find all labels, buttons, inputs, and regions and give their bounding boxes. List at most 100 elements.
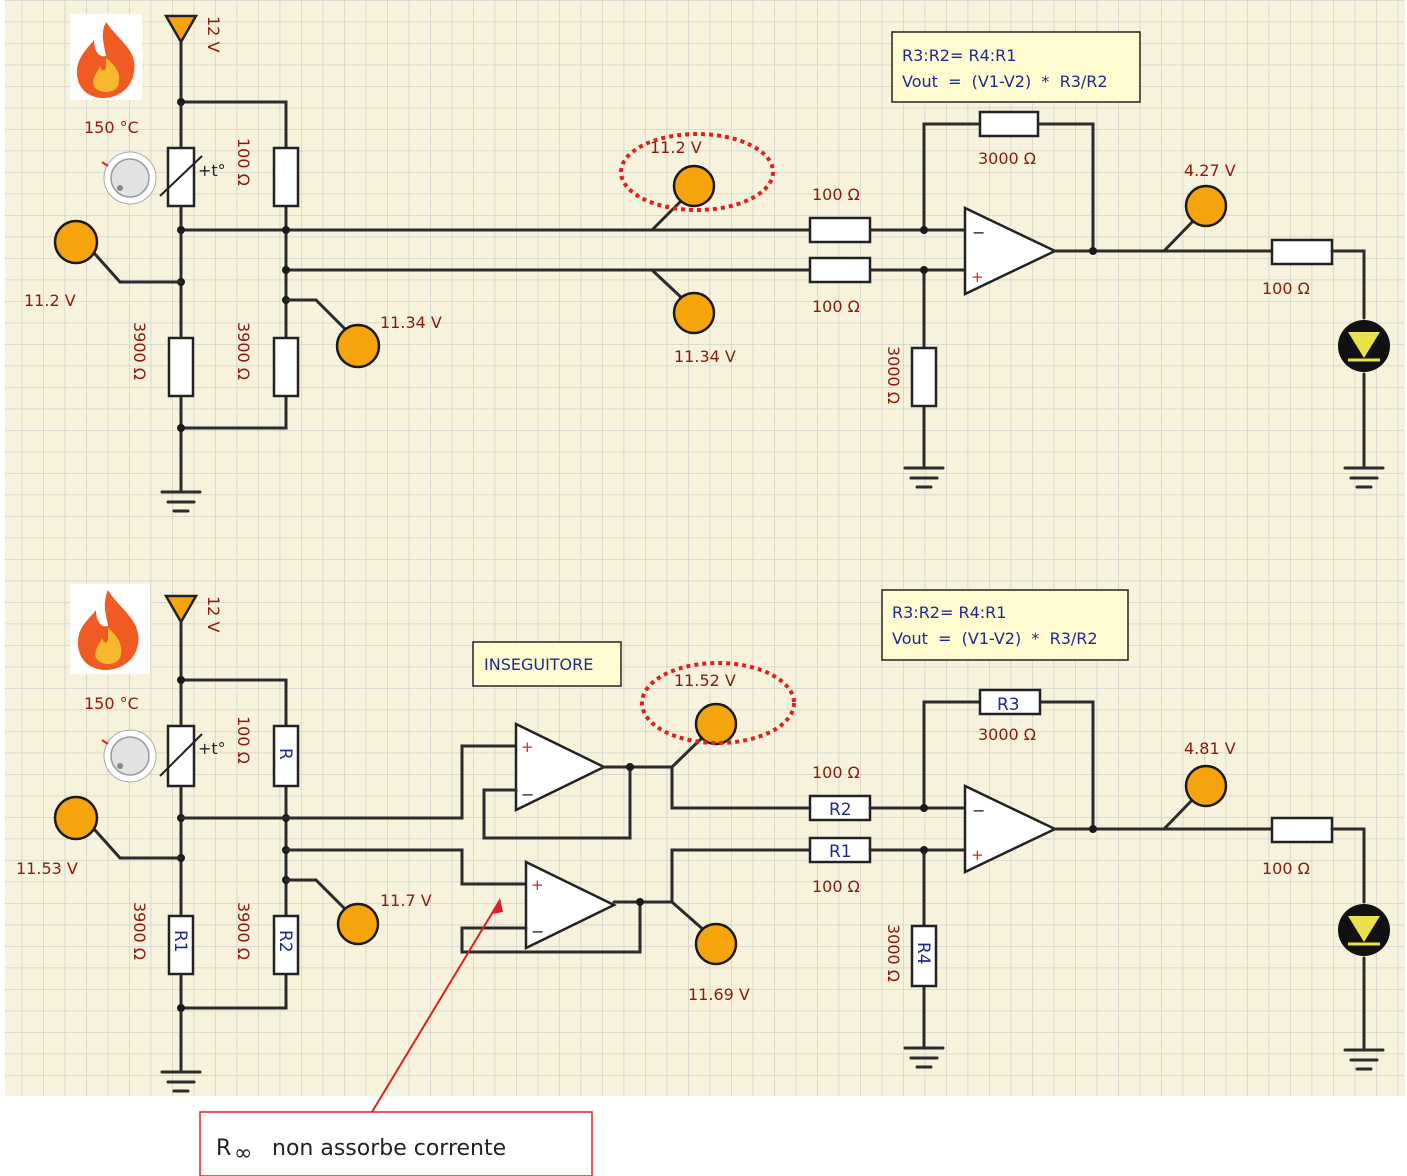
ground-icon	[160, 490, 202, 513]
ground-icon	[1343, 1048, 1385, 1071]
highlight-v1	[640, 661, 796, 745]
probe-v1[interactable]	[650, 164, 716, 232]
bottom-circuit: 12 V +t° 150 °C R 100 Ω R1 3900 Ω R2 390…	[16, 584, 1390, 1093]
resistor-feedback[interactable]	[978, 110, 1040, 138]
resistor-r1-bridge[interactable]	[167, 914, 195, 976]
resistor-ground[interactable]	[910, 346, 938, 408]
resistor-r-label: 100 Ω	[234, 716, 253, 764]
temperature-knob-icon[interactable]	[101, 729, 157, 783]
callout-subscript: ∞	[234, 1141, 252, 1166]
supply-12v-icon	[163, 14, 199, 64]
probe-left-value: 11.53 V	[16, 859, 78, 878]
resistor-3900-left[interactable]	[167, 336, 195, 398]
resistor-100-top[interactable]	[272, 146, 300, 208]
probe-output[interactable]	[1162, 764, 1228, 831]
svg-text:+: +	[971, 846, 984, 864]
resistor-r1-input-name: R1	[829, 842, 852, 862]
supply-label: 12 V	[204, 16, 223, 52]
follower-opamp-1[interactable]: + −	[514, 721, 607, 813]
svg-text:−: −	[531, 922, 544, 941]
flame-icon	[70, 584, 150, 674]
follower-label: INSEGUITORE	[484, 655, 593, 674]
probe-output-value: 4.81 V	[1184, 739, 1236, 758]
resistor-input-upper-label: 100 Ω	[812, 185, 860, 204]
resistor-3900-right[interactable]	[272, 336, 300, 398]
resistor-r1-input-label: 100 Ω	[812, 877, 860, 896]
ground-icon	[903, 1046, 945, 1069]
resistor-r2-bridge-name: R2	[275, 930, 295, 953]
ground-icon	[160, 1070, 202, 1093]
resistor-r[interactable]	[272, 724, 300, 788]
resistor-feedback-label: 3000 Ω	[978, 149, 1036, 168]
temperature-label: 150 °C	[84, 694, 139, 713]
svg-text:+: +	[531, 876, 544, 894]
formula-note: R3:R2= R4:R1 Vout = (V1-V2) * R3/R2	[881, 589, 1129, 661]
temperature-knob-icon[interactable]	[101, 151, 157, 205]
probe-left-value: 11.2 V	[24, 291, 76, 310]
resistor-r3[interactable]	[978, 688, 1042, 716]
callout-text: non assorbe corrente	[272, 1136, 506, 1161]
resistor-input-lower[interactable]	[808, 256, 872, 284]
differential-opamp[interactable]: − +	[963, 784, 1058, 874]
resistor-100-top-label: 100 Ω	[234, 138, 253, 186]
top-circuit: 12 V +t° 150 °C 100 Ω 3900 Ω	[24, 14, 1390, 513]
svg-text:+t°: +t°	[198, 161, 226, 180]
resistor-r-name: R	[275, 748, 295, 760]
probe-v2[interactable]	[670, 900, 738, 966]
formula-line-2: Vout = (V1-V2) * R3/R2	[892, 629, 1098, 648]
callout-box	[199, 1111, 593, 1176]
flame-icon	[70, 14, 142, 100]
callout-symbol: R	[216, 1136, 231, 1161]
probe-mid[interactable]	[284, 298, 381, 369]
callout-arrow	[371, 899, 501, 1113]
probe-v2-value: 11.34 V	[674, 347, 736, 366]
formula-line-2: Vout = (V1-V2) * R3/R2	[902, 72, 1108, 91]
svg-text:+: +	[521, 738, 534, 756]
probe-v1[interactable]	[670, 702, 738, 769]
resistor-input-upper[interactable]	[808, 216, 872, 244]
resistor-r2-input-name: R2	[829, 800, 852, 820]
supply-label: 12 V	[204, 596, 223, 632]
probe-v2-value: 11.69 V	[688, 985, 750, 1004]
resistor-r3-name: R3	[997, 695, 1020, 715]
resistor-led[interactable]	[1270, 816, 1334, 844]
resistor-r1-bridge-label: 3900 Ω	[130, 902, 149, 960]
resistor-led-label: 100 Ω	[1262, 279, 1310, 298]
svg-text:+t°: +t°	[198, 739, 226, 758]
resistor-led-label: 100 Ω	[1262, 859, 1310, 878]
resistor-r2-input[interactable]	[808, 794, 872, 822]
thermistor[interactable]: +t°	[159, 724, 226, 788]
resistor-r3-label: 3000 Ω	[978, 725, 1036, 744]
led-icon[interactable]	[1338, 904, 1390, 956]
resistor-r2-bridge-label: 3900 Ω	[234, 902, 253, 960]
resistor-r4-name: R4	[913, 942, 933, 965]
resistor-led[interactable]	[1270, 238, 1334, 266]
probe-output[interactable]	[1162, 184, 1228, 253]
ground-icon	[903, 466, 945, 489]
probe-mid[interactable]	[284, 878, 380, 946]
temperature-label: 150 °C	[84, 118, 139, 137]
resistor-r2-input-label: 100 Ω	[812, 763, 860, 782]
probe-output-value: 4.27 V	[1184, 161, 1236, 180]
resistor-r4[interactable]	[910, 924, 938, 988]
svg-text:−: −	[521, 785, 534, 804]
probe-v1-value: 11.2 V	[650, 138, 702, 157]
formula-line-1: R3:R2= R4:R1	[902, 46, 1016, 65]
formula-line-1: R3:R2= R4:R1	[892, 603, 1006, 622]
resistor-r2-bridge[interactable]	[272, 914, 300, 976]
probe-v2[interactable]	[650, 268, 716, 335]
resistor-3900-left-label: 3900 Ω	[130, 322, 149, 380]
led-icon[interactable]	[1338, 320, 1390, 372]
follower-opamp-2[interactable]: + −	[524, 859, 617, 951]
highlight-v1	[619, 132, 775, 212]
resistor-r4-label: 3000 Ω	[884, 924, 903, 982]
differential-opamp[interactable]: − +	[963, 206, 1058, 296]
probe-left[interactable]	[53, 219, 183, 284]
follower-label-box: INSEGUITORE	[472, 641, 622, 687]
thermistor[interactable]: +t°	[159, 146, 226, 208]
svg-text:+: +	[971, 268, 984, 286]
resistor-r1-bridge-name: R1	[170, 930, 190, 953]
ground-icon	[1343, 466, 1385, 489]
probe-left[interactable]	[53, 795, 183, 860]
resistor-3900-right-label: 3900 Ω	[234, 322, 253, 380]
